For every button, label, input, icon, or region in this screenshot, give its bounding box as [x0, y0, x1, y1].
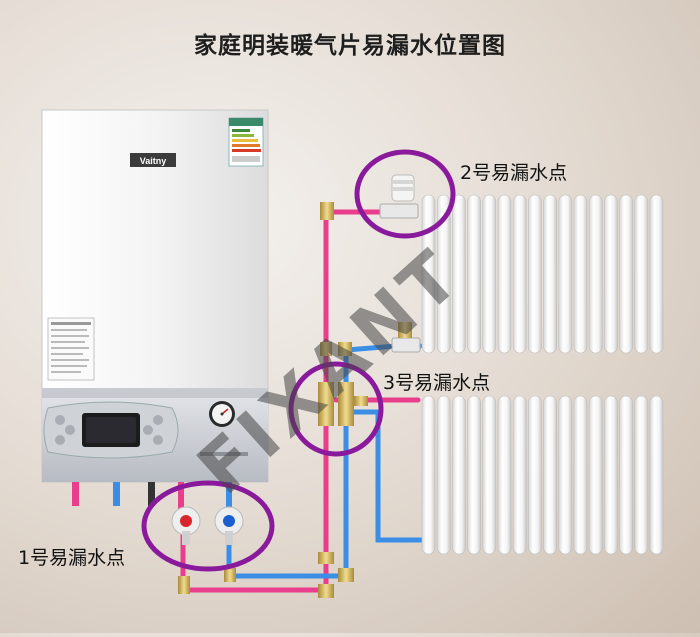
button-left-top: [55, 415, 65, 425]
radiator-fin: [436, 194, 451, 354]
radiator-lower: [421, 395, 664, 555]
radiator-fin: [619, 395, 633, 555]
radiator-fin: [573, 194, 588, 354]
hot-pipe-upper-riser: [323, 209, 403, 383]
gas-pipe: [148, 482, 155, 506]
radiator-fin: [421, 194, 436, 354]
leak-point-1-circle: [141, 480, 275, 572]
radiator-fin: [512, 194, 527, 354]
radiator-fin: [558, 395, 573, 555]
radiator-fin: [452, 194, 466, 354]
boiler-valves: [171, 506, 244, 545]
boiler-outlet-cold: [113, 482, 120, 506]
manifold-tee-cold: [338, 382, 354, 426]
radiator-fin: [421, 395, 436, 555]
leak-point-2-circle: [354, 149, 456, 239]
radiator-valve-bottom: [391, 322, 421, 353]
page-title: 家庭明装暖气片易漏水位置图: [194, 33, 506, 59]
leak-point-1-label: 1号易漏水点: [18, 547, 126, 569]
manifold-tee-hot: [318, 382, 334, 426]
radiator-fin: [604, 194, 618, 354]
radiator-fin: [588, 395, 603, 555]
pressure-gauge-icon: [209, 401, 235, 427]
radiator-fin: [528, 194, 542, 354]
radiator-fin: [482, 194, 497, 354]
radiator-fin: [512, 395, 527, 555]
fitting: [320, 202, 334, 220]
radiator-valve-top: [379, 174, 419, 219]
leak-point-2-label: 2号易漏水点: [460, 162, 568, 184]
radiator-fin: [604, 395, 618, 555]
svg-text:Vaitny: Vaitny: [140, 156, 167, 166]
radiator-fin: [467, 194, 481, 354]
radiator-fin: [436, 395, 451, 555]
boiler-outlet-hot-2: [178, 482, 184, 510]
radiator-fin: [543, 194, 557, 354]
radiator-fin: [619, 194, 633, 354]
radiator-fin: [452, 395, 466, 555]
cold-valve-icon: [214, 506, 244, 545]
info-sticker: [47, 317, 95, 381]
fitting: [318, 552, 334, 564]
button-right-bottom: [153, 435, 163, 445]
radiator-fin: [558, 194, 573, 354]
button-left-mid: [65, 425, 75, 435]
wall-boiler: Vaitny: [41, 109, 269, 510]
button-left-bottom: [55, 435, 65, 445]
radiator-fin: [588, 194, 603, 354]
fitting: [338, 568, 354, 582]
radiator-fin: [649, 194, 664, 354]
radiator-fin: [467, 395, 481, 555]
boiler-outlet-hot: [72, 482, 79, 506]
radiator-fin: [573, 395, 588, 555]
radiator-fin: [634, 194, 649, 354]
leak-point-3-label: 3号易漏水点: [383, 372, 491, 394]
fitting: [224, 568, 236, 582]
fitting: [178, 576, 190, 594]
fitting: [320, 342, 332, 356]
nameplate-strip: [200, 452, 248, 456]
pipe-fittings: [178, 202, 368, 598]
radiator-fin: [528, 395, 542, 555]
hot-valve-icon: [171, 506, 201, 545]
leak-highlights: [141, 149, 456, 572]
radiator-upper: [421, 194, 664, 354]
radiator-fin: [482, 395, 497, 555]
fitting: [338, 342, 352, 356]
radiator-fin: [649, 395, 664, 555]
button-right-top: [153, 415, 163, 425]
fitting: [354, 396, 368, 406]
radiator-fin: [497, 395, 512, 555]
leak-point-3-circle: [288, 361, 384, 457]
radiator-fin: [543, 395, 557, 555]
radiator-fin: [497, 194, 512, 354]
button-right-mid: [143, 425, 153, 435]
cold-pipe-lower-return: [343, 409, 433, 543]
boiler-outlet-cold-2: [226, 482, 232, 510]
radiator-fin: [634, 395, 649, 555]
fitting: [318, 584, 334, 598]
energy-label: [228, 117, 264, 167]
brand-logo: [130, 153, 176, 167]
